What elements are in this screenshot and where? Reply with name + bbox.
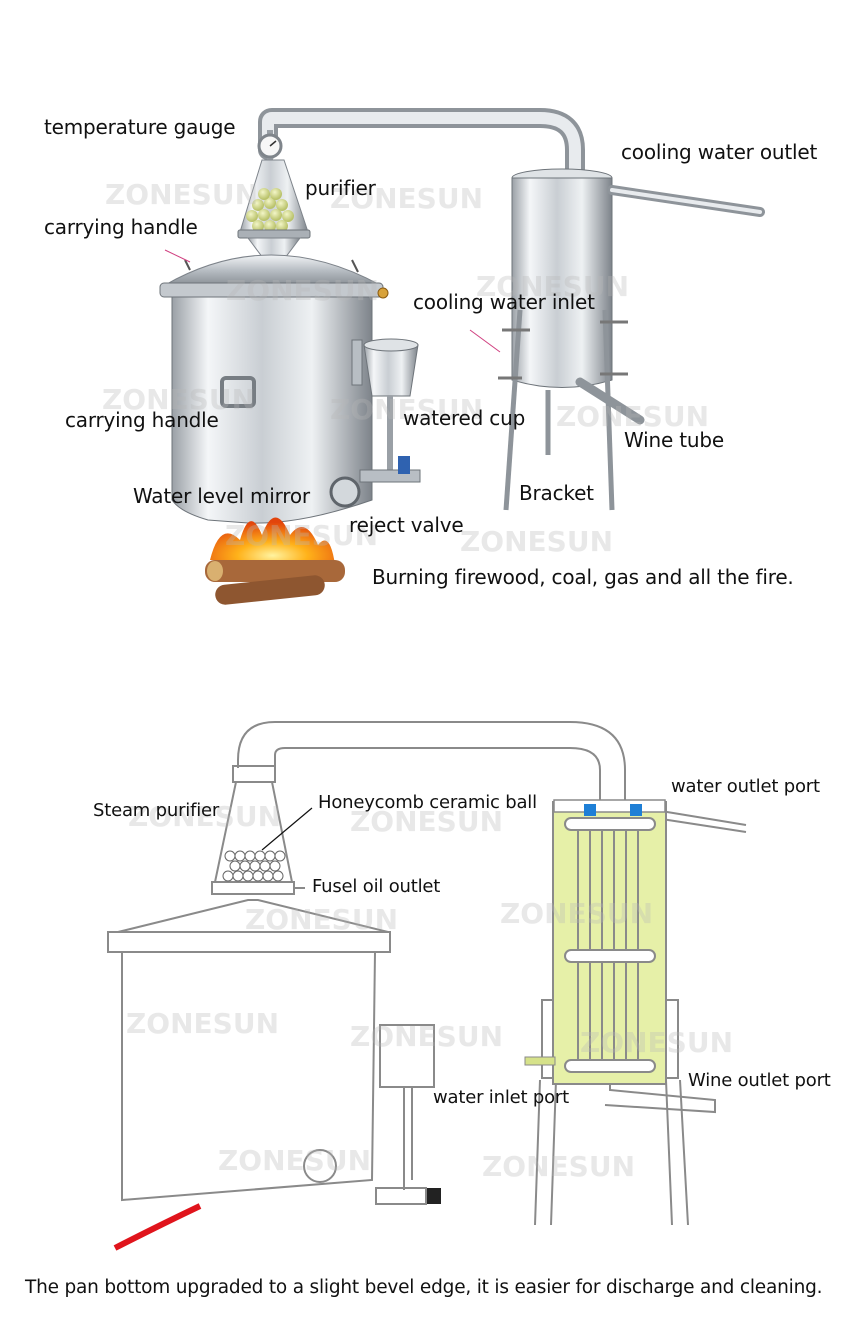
watermark: ZONESUN	[245, 903, 398, 936]
watermark: ZONESUN	[350, 1020, 503, 1053]
condenser	[498, 169, 760, 510]
label-reject-valve: reject valve	[349, 513, 464, 537]
watermark: ZONESUN	[580, 1026, 733, 1059]
label-cooling-water-outlet: cooling water outlet	[621, 140, 817, 164]
blue-port-left	[584, 804, 596, 816]
label-bracket: Bracket	[519, 481, 594, 505]
label-wine-outlet-port: Wine outlet port	[688, 1070, 831, 1091]
watermark: ZONESUN	[226, 274, 379, 307]
watermark: ZONESUN	[460, 525, 613, 558]
label-carrying-handle-body: carrying handle	[65, 408, 219, 432]
footer-caption: The pan bottom upgraded to a slight beve…	[25, 1277, 822, 1298]
watermark: ZONESUN	[482, 1150, 635, 1183]
water-level-mirror	[331, 478, 359, 506]
label-cooling-water-inlet: cooling water inlet	[413, 290, 595, 314]
label-water-inlet-port: water inlet port	[433, 1087, 569, 1108]
label-steam-purifier: Steam purifier	[93, 800, 219, 821]
watermark: ZONESUN	[218, 1144, 371, 1177]
label-wine-tube: Wine tube	[624, 428, 724, 452]
label-water-outlet-port: water outlet port	[671, 776, 820, 797]
caption-fire: Burning firewood, coal, gas and all the …	[372, 565, 794, 589]
blue-port-right	[630, 804, 642, 816]
schematic-ceramic-balls	[223, 851, 285, 881]
watermark: ZONESUN	[500, 897, 653, 930]
label-watered-cup: watered cup	[403, 406, 525, 430]
label-honeycomb-ceramic-ball: Honeycomb ceramic ball	[318, 792, 537, 813]
vapor-pipe	[268, 118, 575, 178]
label-temperature-gauge: temperature gauge	[44, 115, 235, 139]
watermark: ZONESUN	[105, 178, 258, 211]
label-fusel-oil-outlet: Fusel oil outlet	[312, 876, 440, 897]
top-illustration	[0, 0, 850, 640]
watered-cup	[364, 345, 418, 396]
label-water-level-mirror: Water level mirror	[133, 484, 310, 508]
red-hose	[115, 1206, 200, 1248]
label-purifier: purifier	[305, 176, 376, 200]
schematic-pipe	[238, 722, 625, 800]
label-carrying-handle-lid: carrying handle	[44, 215, 198, 239]
watermark: ZONESUN	[126, 1007, 279, 1040]
